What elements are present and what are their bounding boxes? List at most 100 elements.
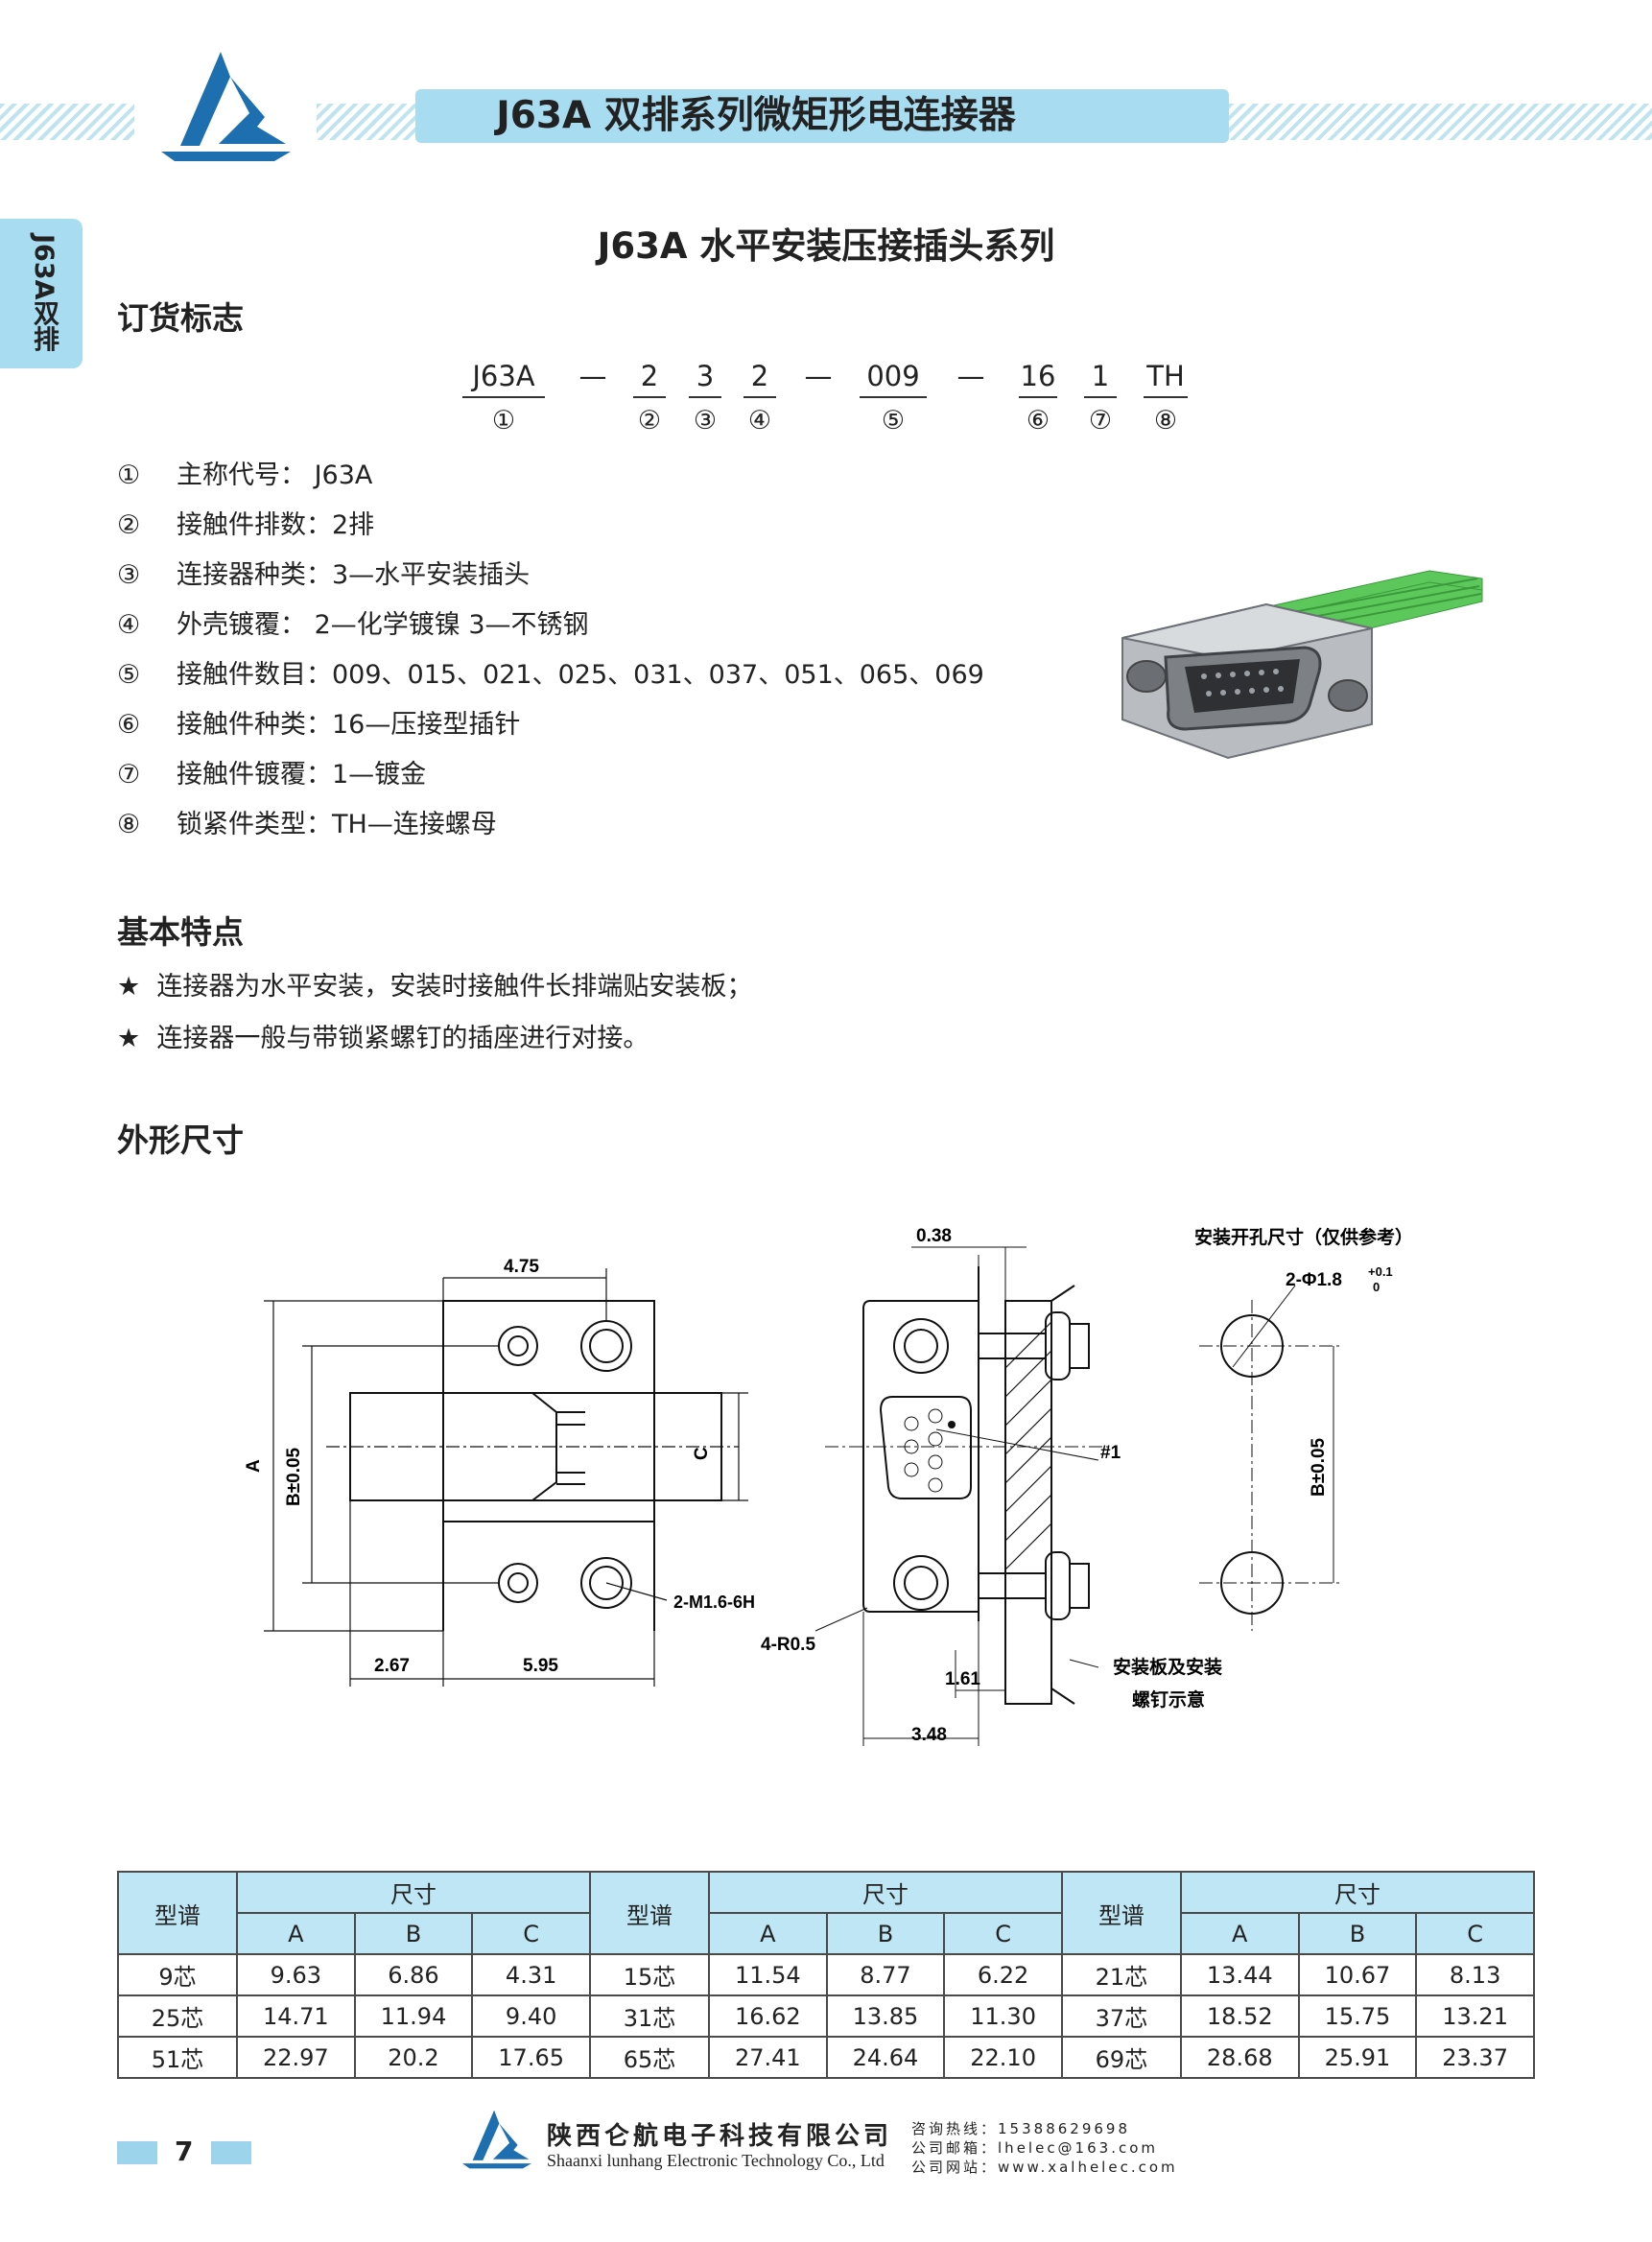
ordering-item: ② 接触件排数：2排: [117, 508, 374, 543]
code-underline: [689, 396, 721, 398]
cell-b: 15.75: [1297, 1994, 1418, 2038]
features-heading: 基本特点: [117, 913, 244, 951]
item-text: 接触件种类：16—压接型插针: [177, 710, 521, 740]
dim-3-48: 3.48: [911, 1725, 947, 1745]
company-name-cn: 陕西仑航电子科技有限公司: [547, 2122, 893, 2151]
cell-model: 51芯: [117, 2036, 238, 2079]
cell-c: 22.10: [943, 2036, 1063, 2079]
item-text: 接触件排数：2排: [177, 510, 375, 540]
item-number: ⑤: [117, 660, 141, 690]
code-underline: [743, 396, 776, 398]
header-col: B: [825, 1912, 946, 1955]
hole-label: 2-Φ1.8: [1286, 1270, 1342, 1290]
panel-label-line2: 螺钉示意: [1132, 1688, 1205, 1711]
feature-item: ★ 连接器为水平安装，安装时接触件长排端贴安装板；: [117, 965, 752, 1003]
feature-item: ★ 连接器一般与带锁紧螺钉的插座进行对接。: [117, 1017, 649, 1054]
code-underline: [462, 396, 545, 398]
item-number: ③: [117, 560, 141, 590]
dimensions-heading: 外形尺寸: [117, 1121, 244, 1159]
company-name-en: Shaanxi lunhang Electronic Technology Co…: [547, 2151, 885, 2170]
item-text: 连接器种类：3—水平安装插头: [177, 560, 531, 590]
dim-4-75: 4.75: [504, 1257, 539, 1277]
ordering-heading: 订货标志: [117, 299, 244, 337]
cell-model: 9芯: [117, 1953, 238, 1996]
table-row: 51芯 22.97 20.2 17.65 65芯 27.41 24.64 22.…: [117, 2036, 1535, 2079]
page-number: 7: [175, 2136, 194, 2167]
code-number: ④: [747, 406, 772, 436]
header-stripe-mid: [317, 104, 415, 140]
header-col: B: [1297, 1912, 1418, 1955]
cell-a: 14.71: [236, 1994, 356, 2038]
code-number: ③: [693, 406, 718, 436]
code-underline: [1019, 396, 1057, 398]
cell-b: 20.2: [353, 2036, 474, 2079]
cell-c: 23.37: [1415, 2036, 1535, 2079]
dim-5-95: 5.95: [523, 1656, 558, 1676]
code-dash: —: [956, 360, 985, 392]
item-text: 外壳镀覆： 2—化学镀镍 3—不锈钢: [177, 610, 589, 640]
cell-b: 11.94: [353, 1994, 474, 2038]
cell-c: 4.31: [471, 1953, 591, 1996]
item-text: 接触件镀覆：1—镀金: [177, 760, 427, 790]
code-part: 2: [750, 360, 769, 392]
cell-a: 13.44: [1179, 1953, 1300, 1996]
header-band: [415, 89, 1229, 143]
code-underline: [1144, 396, 1188, 398]
footer-email: 公司邮箱：lhelec@163.com: [911, 2137, 1158, 2158]
item-text: 接触件数目：009、015、021、025、031、037、051、065、06…: [177, 660, 984, 690]
pin-1-marker: [948, 1421, 956, 1428]
header-col: B: [353, 1912, 474, 1955]
page-title: J63A 水平安装压接插头系列: [597, 225, 1055, 267]
header-col: C: [1415, 1912, 1535, 1955]
email-value: lhelec@163.com: [998, 2139, 1158, 2157]
ordering-item: ③ 连接器种类：3—水平安装插头: [117, 558, 530, 593]
code-number: ②: [637, 406, 662, 436]
code-part: TH: [1146, 360, 1185, 392]
header-stripe-left: [0, 104, 134, 140]
panel-label-line1: 安装板及安装: [1113, 1656, 1222, 1678]
cell-c: 13.21: [1415, 1994, 1535, 2038]
header-col: A: [236, 1912, 356, 1955]
item-number: ⑦: [117, 760, 141, 790]
cell-b: 25.91: [1297, 2036, 1418, 2079]
code-underline: [1084, 396, 1117, 398]
cell-a: 27.41: [707, 2036, 828, 2079]
side-tab-label: J63A双排: [29, 234, 59, 352]
code-underline: [860, 396, 927, 398]
star-icon: ★: [117, 972, 141, 1002]
footer-logo: [462, 2110, 531, 2169]
code-part: 16: [1020, 360, 1056, 392]
header-size: 尺寸: [1179, 1871, 1536, 1914]
header-model: 型谱: [588, 1871, 710, 1955]
header-size: 尺寸: [236, 1871, 591, 1914]
cell-c: 8.13: [1415, 1953, 1535, 1996]
dim-2-67: 2.67: [374, 1656, 410, 1676]
cell-b: 24.64: [825, 2036, 946, 2079]
cell-model: 15芯: [588, 1953, 710, 1996]
cell-a: 22.97: [236, 2036, 356, 2079]
code-number: ⑦: [1088, 406, 1113, 436]
dim-B-cutout: B±0.05: [1309, 1437, 1329, 1497]
dimension-drawing: 4.75 A B±0.05 C 2.67 5.95 2-M1.6-6H: [244, 1226, 1413, 1746]
code-part: 3: [696, 360, 715, 392]
header-model: 型谱: [1060, 1871, 1182, 1955]
footer-bar-left: [117, 2141, 157, 2164]
cell-model: 37芯: [1060, 1994, 1182, 2038]
cell-model: 69芯: [1060, 2036, 1182, 2079]
dim-0-38: 0.38: [916, 1226, 952, 1246]
dim-1-61: 1.61: [945, 1669, 980, 1689]
dimension-table: 型谱 尺寸 型谱 尺寸 型谱 尺寸 A B C A B C A B C 9芯 9…: [117, 1871, 1536, 2079]
header-model: 型谱: [117, 1871, 238, 1955]
header-stripe-right: [1229, 104, 1652, 140]
item-number: ②: [117, 510, 141, 540]
web-label: 公司网站：: [911, 2159, 999, 2176]
header-size: 尺寸: [707, 1871, 1063, 1914]
side-tab: J63A双排: [0, 219, 83, 368]
table-row: 25芯 14.71 11.94 9.40 31芯 16.62 13.85 11.…: [117, 1994, 1535, 2038]
dim-radius: 4-R0.5: [761, 1635, 815, 1655]
footer-web: 公司网站：www.xalhelec.com: [911, 2157, 1178, 2177]
hole-tol-upper: +0.1: [1368, 1264, 1393, 1279]
